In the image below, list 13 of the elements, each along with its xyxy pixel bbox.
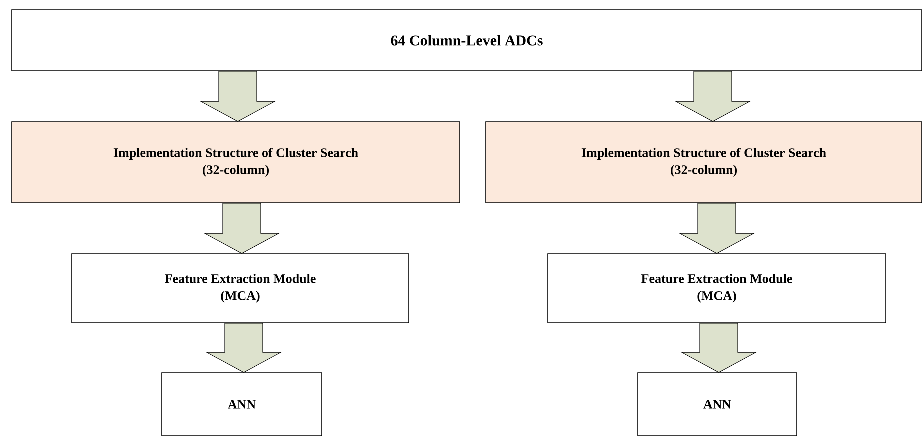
process-box: Implementation Structure of Cluster Search (32-column) (486, 122, 922, 204)
block-arrow (678, 203, 756, 254)
block-arrow (200, 71, 276, 122)
process-box: Feature Extraction Module (MCA) (548, 254, 886, 324)
process-box: Feature Extraction Module (MCA) (72, 254, 410, 324)
process-box: Implementation Structure of Cluster Search (32-column) (12, 122, 460, 204)
block-arrow (206, 323, 282, 373)
process-box: ANN (162, 372, 322, 436)
block-arrow (674, 71, 752, 122)
block-arrow (680, 323, 758, 373)
process-box: ANN (638, 372, 798, 436)
title-box: 64 Column-Level ADCs (12, 10, 922, 72)
block-arrow (204, 203, 280, 254)
